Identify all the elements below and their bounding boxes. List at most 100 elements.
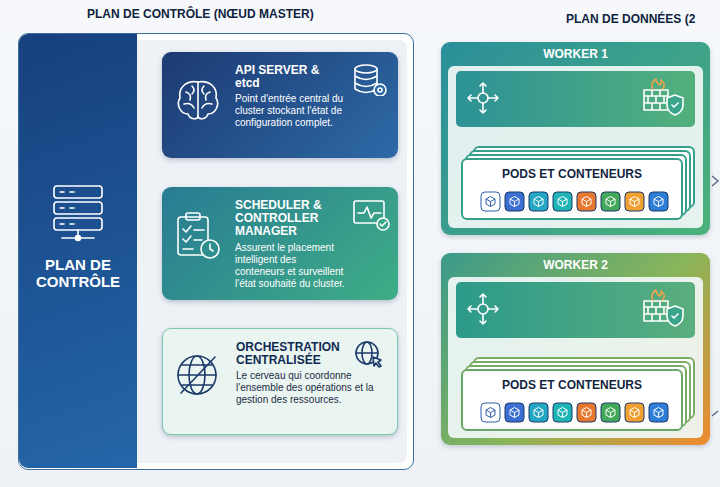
icon-stroke — [644, 90, 668, 110]
node-body: Assurent le placement intelligent des co… — [235, 242, 347, 290]
icon-stroke — [625, 192, 644, 211]
icon-stroke — [377, 218, 389, 230]
card-icon — [173, 351, 225, 403]
icon-stroke — [558, 197, 567, 207]
icon-stroke — [582, 408, 591, 418]
icon-stroke — [510, 408, 519, 418]
icon-stroke — [505, 403, 524, 422]
icon-stroke — [356, 352, 378, 354]
icon-stroke — [649, 403, 668, 422]
icon-stroke — [198, 82, 218, 119]
icon-stroke — [358, 207, 381, 218]
icon-stroke — [601, 403, 620, 422]
icon-stroke — [468, 294, 498, 324]
icon-stroke — [184, 86, 212, 108]
band-box: PLAN DE CONTRÔLE — [19, 34, 137, 468]
icon-stroke — [654, 408, 663, 418]
node-heading: PLAN DE CONTRÔLE — [26, 256, 130, 291]
icon-stroke — [553, 403, 572, 422]
icon-stroke — [60, 191, 74, 193]
icon-stroke — [355, 65, 386, 96]
icon-stroke — [178, 356, 216, 394]
cut-arrow — [712, 176, 718, 186]
icon-stroke — [468, 83, 498, 113]
icon-stroke — [672, 314, 678, 318]
icon-stroke — [178, 82, 217, 119]
server-icon — [48, 182, 108, 244]
icon-stroke — [60, 207, 74, 209]
icon-stroke — [529, 403, 548, 422]
icon-stroke — [186, 213, 200, 220]
icon-stroke — [505, 192, 524, 211]
icon-stroke — [652, 79, 664, 89]
container-icons — [477, 401, 673, 425]
worker-box: WORKER 2PODS ET CONTENEURS — [441, 253, 710, 445]
icon-stroke — [553, 403, 572, 422]
icon-stroke — [505, 403, 524, 422]
icon-stroke — [630, 197, 639, 207]
icon-stroke — [478, 304, 488, 314]
node-heading: PODS ET CONTENEURS — [463, 378, 681, 392]
icon-stroke — [558, 408, 567, 418]
icon-stroke — [630, 408, 639, 418]
card-box: API SERVER & etcdPoint d'entrée central … — [162, 52, 398, 158]
icon-stroke — [553, 192, 572, 211]
cut-arrow — [712, 411, 718, 416]
worker-box: WORKER 1 PODS ET CONTENEURS — [441, 42, 710, 235]
icon-stroke — [60, 223, 74, 225]
icon-stroke — [378, 88, 382, 92]
node-heading: PODS ET CONTENEURS — [463, 167, 681, 181]
icon-stroke — [577, 192, 596, 211]
card-icon — [352, 197, 392, 231]
panel-box: PLAN DE CONTRÔLE (NŒUD MASTER)PLAN DE CO… — [18, 33, 414, 470]
icon-stroke — [577, 403, 596, 422]
icon-stroke — [54, 186, 102, 241]
icon-stroke — [582, 197, 591, 207]
icon-stroke — [54, 202, 102, 214]
icon-stroke — [553, 192, 572, 211]
icon-stroke — [373, 357, 381, 367]
card-icon — [353, 339, 393, 373]
icon-stroke — [625, 192, 644, 211]
icon-stroke — [534, 197, 543, 207]
icon-stroke — [210, 244, 213, 251]
icon-stroke — [667, 306, 683, 326]
icon-stroke — [481, 403, 500, 422]
icon-stroke — [481, 192, 500, 211]
node-heading: PLAN DE CONTRÔLE (NŒUD MASTER) — [87, 7, 314, 21]
icon-stroke — [649, 192, 668, 211]
icon-stroke — [354, 201, 389, 230]
icon-stroke — [178, 357, 216, 393]
icon-stroke — [601, 403, 620, 422]
firewall-icon — [641, 78, 687, 118]
icon-stroke — [644, 290, 683, 326]
icon-stroke — [178, 213, 219, 258]
icon-stroke — [529, 192, 548, 211]
container-icons — [477, 190, 673, 214]
icon-stroke — [486, 408, 495, 418]
icon-stroke — [672, 103, 678, 107]
icon-stroke — [486, 197, 495, 207]
pods-box: PODS ET CONTENEURS — [461, 158, 683, 220]
icon-stroke — [649, 403, 668, 422]
icon-stroke — [529, 192, 548, 211]
node-heading: ORCHESTRATION CENTRALISÉE — [236, 341, 346, 367]
icon-stroke — [355, 65, 377, 73]
icon-stroke — [54, 186, 102, 198]
icon-stroke — [380, 222, 386, 226]
icon-stroke — [76, 236, 81, 241]
icon-stroke — [529, 403, 548, 422]
node-body: Point d'entrée central du cluster stocka… — [235, 93, 347, 129]
icon-stroke — [601, 192, 620, 211]
icon-stroke — [625, 403, 644, 422]
icon-stroke — [54, 218, 102, 230]
icon-stroke — [654, 197, 663, 207]
icon-stroke — [481, 192, 500, 211]
icon-stroke — [625, 403, 644, 422]
icon-stroke — [201, 240, 219, 258]
node-heading: WORKER 1 — [441, 47, 710, 61]
card-box: SCHEDULER & CONTROLLER MANAGERAssurent l… — [162, 187, 398, 300]
network-icon — [465, 291, 501, 327]
node-heading: SCHEDULER & CONTROLLER MANAGER — [235, 199, 345, 239]
